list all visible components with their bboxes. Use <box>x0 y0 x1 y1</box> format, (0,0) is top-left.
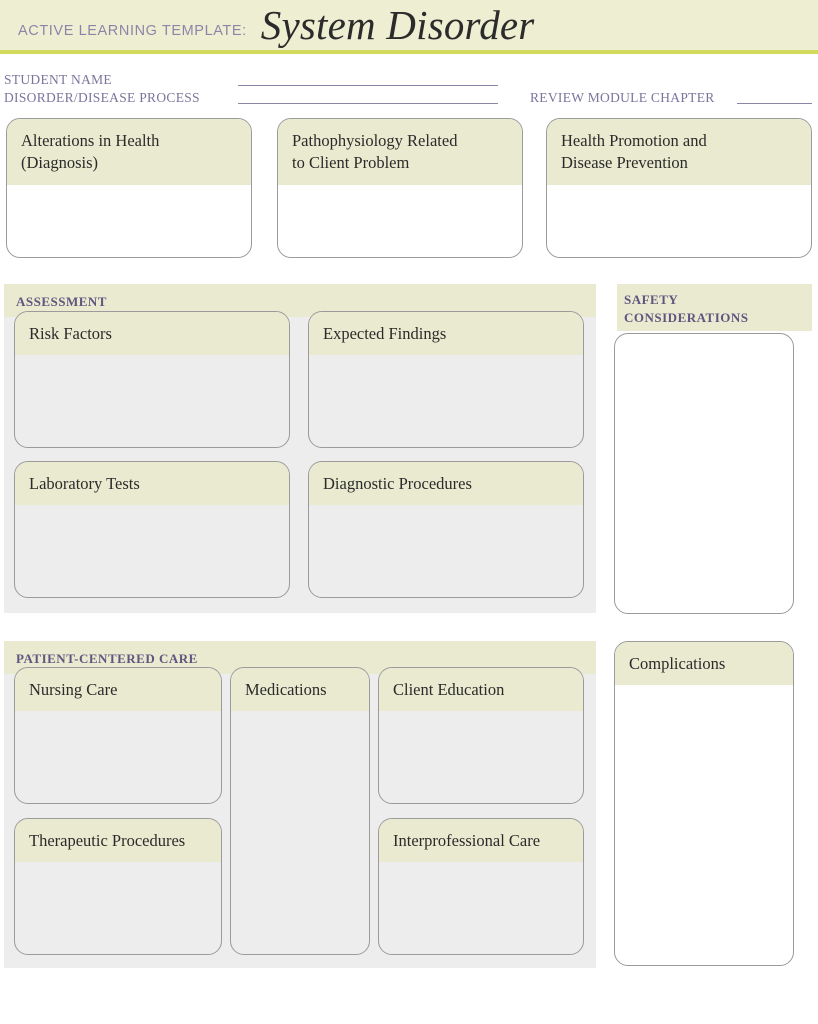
card-title: Expected Findings <box>309 312 583 356</box>
card-title: Pathophysiology Related to Client Proble… <box>278 119 522 185</box>
card-pathophysiology[interactable]: Pathophysiology Related to Client Proble… <box>277 118 523 258</box>
card-title: Interprofessional Care <box>379 819 583 863</box>
card-title: Therapeutic Procedures <box>15 819 221 863</box>
card-title: Alterations in Health (Diagnosis) <box>7 119 251 185</box>
card-alterations-in-health[interactable]: Alterations in Health (Diagnosis) <box>6 118 252 258</box>
card-therapeutic-procedures[interactable]: Therapeutic Procedures <box>14 818 222 955</box>
card-title: Complications <box>615 642 793 686</box>
card-risk-factors[interactable]: Risk Factors <box>14 311 290 448</box>
review-module-chapter-label: REVIEW MODULE CHAPTER <box>530 90 715 105</box>
safety-considerations-content-area[interactable] <box>614 333 794 614</box>
student-name-input[interactable] <box>238 85 498 86</box>
card-title: Health Promotion and Disease Prevention <box>547 119 811 185</box>
disorder-process-input[interactable] <box>238 103 498 104</box>
header-content: ACTIVE LEARNING TEMPLATE: System Disorde… <box>18 0 534 50</box>
card-expected-findings[interactable]: Expected Findings <box>308 311 584 448</box>
card-medications[interactable]: Medications <box>230 667 370 955</box>
disorder-process-label: DISORDER/DISEASE PROCESS <box>4 90 200 105</box>
header-divider-rule <box>0 50 818 54</box>
card-nursing-care[interactable]: Nursing Care <box>14 667 222 804</box>
card-interprofessional-care[interactable]: Interprofessional Care <box>378 818 584 955</box>
card-title: Medications <box>231 668 369 712</box>
card-health-promotion[interactable]: Health Promotion and Disease Prevention <box>546 118 812 258</box>
card-complications[interactable]: Complications <box>614 641 794 966</box>
review-module-chapter-input[interactable] <box>737 103 812 104</box>
page-title: System Disorder <box>260 2 535 48</box>
section-safety-considerations-label: SAFETY CONSIDERATIONS <box>617 284 812 331</box>
card-title: Diagnostic Procedures <box>309 462 583 506</box>
card-client-education[interactable]: Client Education <box>378 667 584 804</box>
card-title: Risk Factors <box>15 312 289 356</box>
form-fields: STUDENT NAME DISORDER/DISEASE PROCESS RE… <box>0 54 818 112</box>
card-diagnostic-procedures[interactable]: Diagnostic Procedures <box>308 461 584 598</box>
header-band <box>0 0 818 50</box>
student-name-label: STUDENT NAME <box>4 72 112 87</box>
card-title: Laboratory Tests <box>15 462 289 506</box>
card-laboratory-tests[interactable]: Laboratory Tests <box>14 461 290 598</box>
template-eyebrow-label: ACTIVE LEARNING TEMPLATE: <box>18 23 247 39</box>
card-title: Client Education <box>379 668 583 712</box>
card-title: Nursing Care <box>15 668 221 712</box>
